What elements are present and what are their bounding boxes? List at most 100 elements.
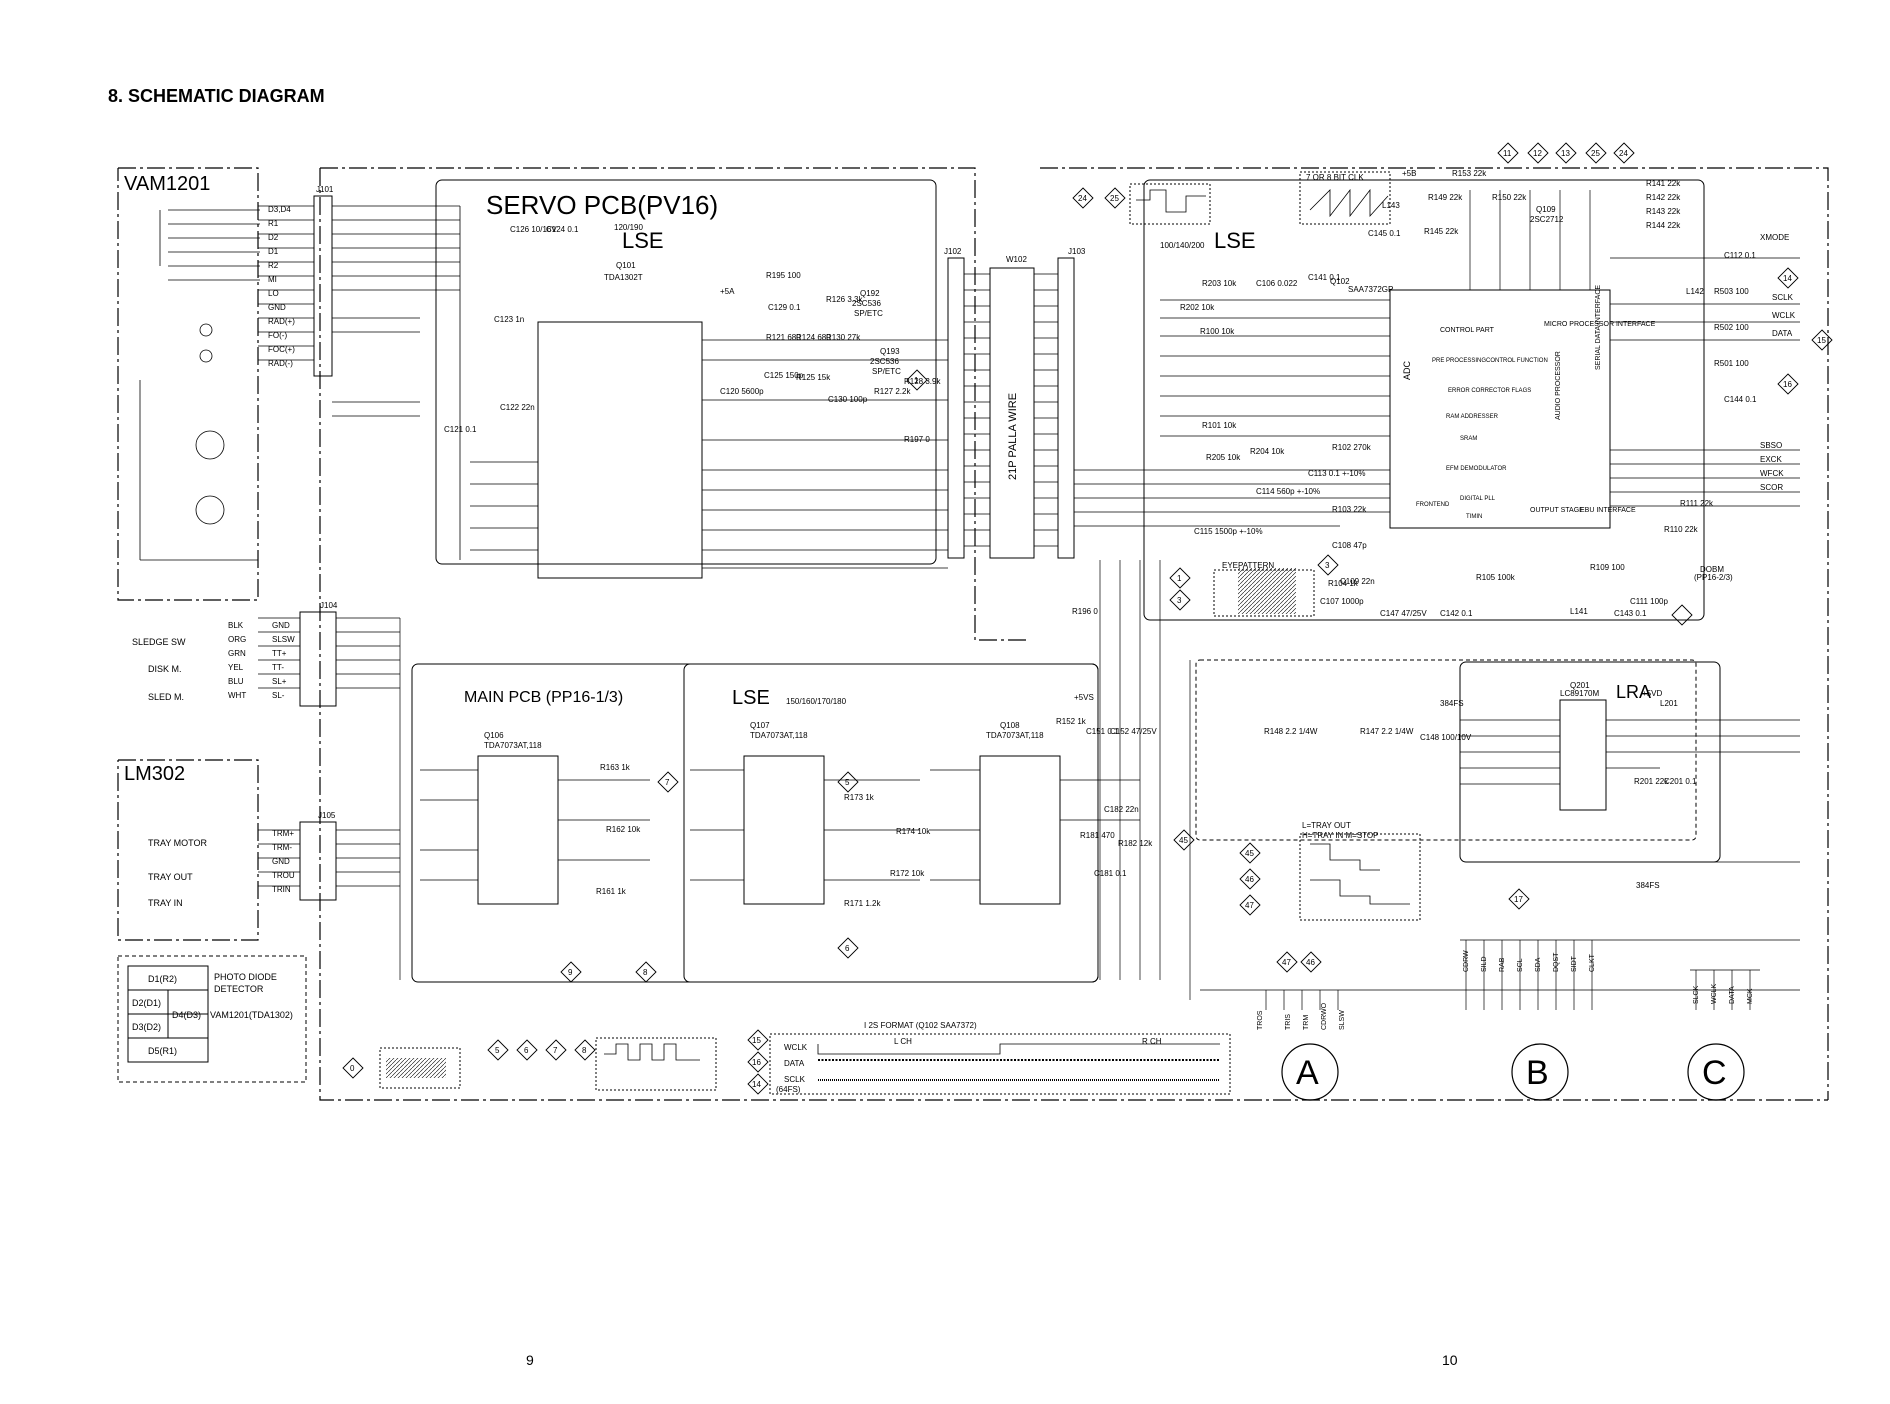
tp-16b: 16 [752, 1058, 761, 1067]
comp-r105: R105 100k [1476, 573, 1516, 582]
comp-c147: C147 47/25V [1380, 609, 1427, 618]
ic-q102-part: SAA7372GP [1348, 285, 1393, 294]
comp-c143: C143 0.1 [1614, 609, 1647, 618]
comp-r502: R502 100 [1714, 323, 1749, 332]
conn-c-pin-2: WCLK [1711, 983, 1718, 1004]
comp-r104: R104 1k [1328, 579, 1359, 588]
conn-w102: W102 [1006, 255, 1027, 264]
comp-r111: R111 22k [1680, 499, 1714, 508]
rail-p5vs: +5VS [1074, 693, 1094, 702]
conn-a-letter: A [1296, 1054, 1319, 1092]
tp-45b: 45 [1179, 836, 1188, 845]
rail-p5a: +5A [720, 287, 735, 296]
wave-384fs-2: 384FS [1636, 881, 1660, 890]
tp-15b: 15 [752, 1036, 761, 1045]
comp-c124: C124 0.1 [546, 225, 579, 234]
palla-wire-label: 21P PALLA WIRE [1007, 393, 1019, 480]
vam-pin-5: R2 [268, 261, 279, 270]
comp-r196: R196 0 [1072, 607, 1098, 616]
tr-q193-note: SP/ETC [872, 367, 901, 376]
comp-r501: R501 100 [1714, 359, 1749, 368]
dsp-block-6: RAM ADDRESSER [1446, 414, 1499, 420]
comp-r172: R172 10k [890, 869, 925, 878]
tp-9: 9 [568, 968, 573, 977]
legend-row-4: D5(R1) [148, 1046, 177, 1056]
tp-46b: 46 [1306, 958, 1315, 967]
conn-a-pin-5: SLSW [1339, 1010, 1346, 1030]
dsp-block-2: MICRO PROCESSOR INTERFACE [1544, 321, 1656, 328]
tp-45: 45 [1245, 849, 1254, 858]
tp-17: 17 [1514, 895, 1523, 904]
comp-c129: C129 0.1 [768, 303, 801, 312]
comp-r173: R173 1k [844, 793, 875, 802]
conn-c-letter: C [1702, 1054, 1727, 1092]
comp-r148: R148 2.2 1/4W [1264, 727, 1318, 736]
comp-r161: R161 1k [596, 887, 627, 896]
ic-q102-ref: Q102 [1330, 277, 1350, 286]
wave-i2s-sclk: SCLK [784, 1075, 806, 1084]
tp-7b: 7 [665, 778, 670, 787]
comp-c106: C106 0.022 [1256, 279, 1298, 288]
comp-c182: C182 22n [1104, 805, 1139, 814]
comp-l142: L142 [1686, 287, 1704, 296]
lse-servo-note: 120/190 [614, 223, 643, 232]
tray-legend-line1: L=TRAY OUT [1302, 821, 1351, 830]
j104-pin-4: TT- [272, 663, 284, 672]
tp-5b: 5 [845, 778, 850, 787]
comp-c114: C114 560p +-10% [1256, 487, 1320, 496]
comp-r102: R102 270k [1332, 443, 1372, 452]
board-servo: SERVO PCB(PV16) [486, 190, 718, 220]
legend-row-1: D1(R2) [148, 974, 177, 984]
vam-pin-6: MI [268, 275, 277, 284]
badge-lse-servo: LSE [622, 228, 664, 253]
j105-pin-4: TROU [272, 871, 295, 880]
comp-r149: R149 22k [1428, 193, 1463, 202]
comp-c107: C107 1000p [1320, 597, 1364, 606]
ic-q101-ref: Q101 [616, 261, 636, 270]
dsp-out-scor: SCOR [1760, 483, 1783, 492]
lse-main-note: 150/160/170/180 [786, 697, 847, 706]
comp-r181: R181 470 [1080, 831, 1115, 840]
comp-r100: R100 10k [1200, 327, 1235, 336]
conn-b-pin-2: SILD [1481, 956, 1488, 972]
tp-6: 6 [524, 1046, 529, 1055]
comp-r101: R101 10k [1202, 421, 1237, 430]
j104-color-6: WHT [228, 691, 246, 700]
tp-6b: 6 [845, 944, 850, 953]
wave-i2s-title: I 2S FORMAT (Q102 SAA7372) [864, 1021, 977, 1030]
comp-c141: C141 0.1 [1308, 273, 1341, 282]
comp-r163: R163 1k [600, 763, 631, 772]
tp-13: 13 [1561, 149, 1570, 158]
comp-c201: C201 0.1 [1664, 777, 1697, 786]
comp-l141: L141 [1570, 607, 1588, 616]
ic-q107-part: TDA7073AT,118 [750, 731, 808, 740]
conn-b-pin-5: SDA [1535, 957, 1542, 972]
comp-r153: R153 22k [1452, 169, 1487, 178]
comp-r201: R201 22k [1634, 777, 1669, 786]
badge-lse-main: LSE [732, 687, 770, 709]
vam-pin-8: GND [268, 303, 286, 312]
dsp-block-12: OUTPUT STAGE [1530, 507, 1584, 514]
comp-c120: C120 5600p [720, 387, 764, 396]
comp-r142: R142 22k [1646, 193, 1681, 202]
vam-pin-2: R1 [268, 219, 279, 228]
tp-1: 1 [914, 376, 919, 385]
dsp-block-16: SERIAL DATA INTERFACE [1595, 285, 1602, 370]
tp-7: 7 [553, 1046, 558, 1055]
vam-pin-10: FO(-) [268, 331, 287, 340]
comp-r197: R197 0 [904, 435, 930, 444]
tp-25: 25 [1110, 194, 1119, 203]
j104-color-4: YEL [228, 663, 244, 672]
j105-device-in: TRAY IN [148, 898, 183, 908]
conn-b-pin-3: RAB [1499, 957, 1506, 972]
rail-p5vd: +5VD [1642, 689, 1662, 698]
j105-pin-3: GND [272, 857, 290, 866]
tr-q193-part: 2SC536 [870, 357, 899, 366]
conn-b-pin-7: SIDT [1571, 955, 1578, 972]
comp-c112: C112 0.1 [1724, 251, 1756, 260]
conn-a-pin-1: TROS [1257, 1010, 1264, 1030]
tr-q192-note: SP/ETC [854, 309, 883, 318]
comp-r145: R145 22k [1424, 227, 1459, 236]
comp-c123: C123 1n [494, 315, 524, 324]
